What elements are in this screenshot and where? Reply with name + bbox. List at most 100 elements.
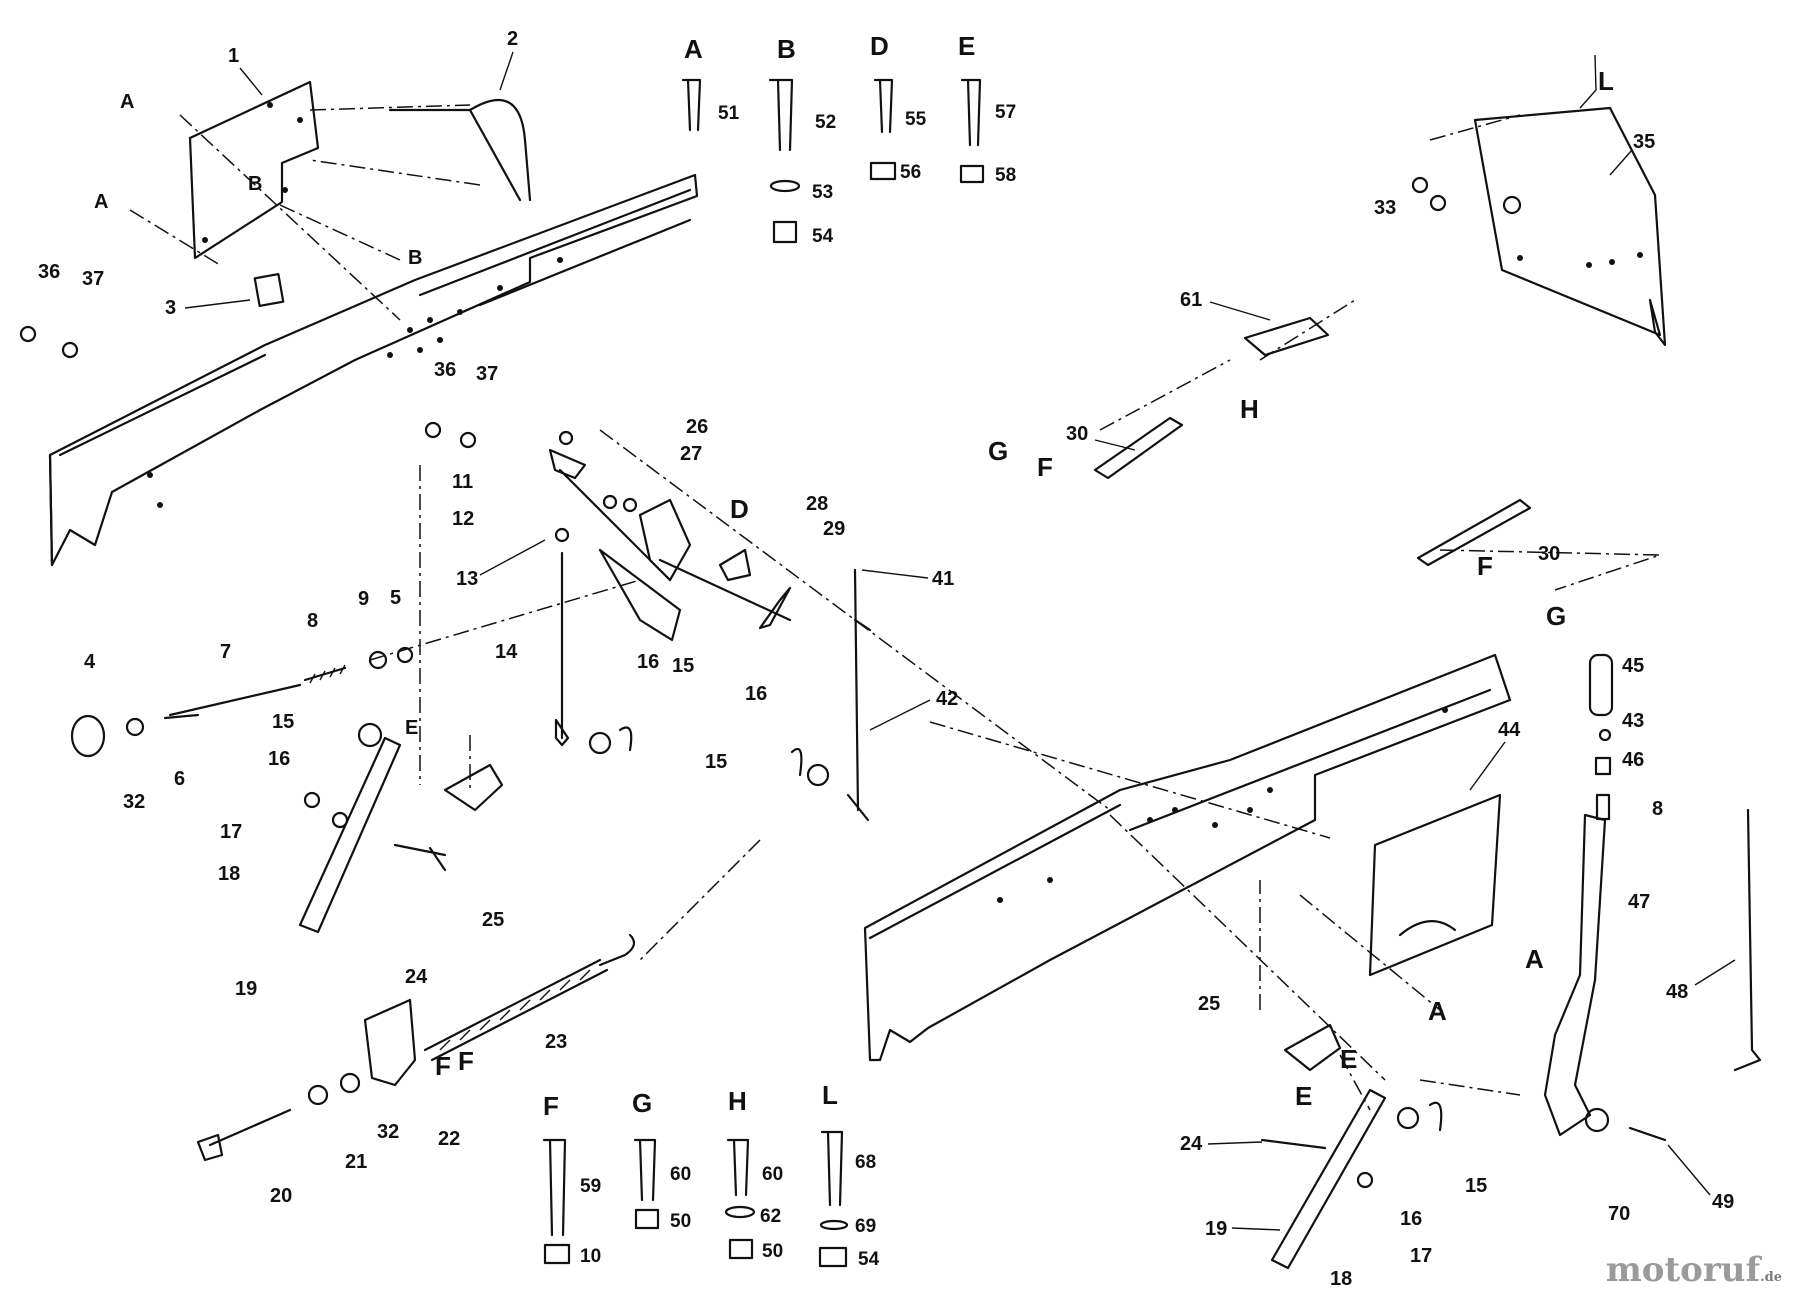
leader-line (861, 569, 929, 579)
callout-label: 46 (1622, 749, 1644, 771)
callout-label: A (94, 191, 108, 213)
kit-part-number: 58 (995, 165, 1016, 186)
kit-part-number: 55 (905, 109, 927, 130)
washer (307, 1084, 329, 1106)
callout-label: 36 (38, 261, 60, 283)
kit-part-number: 53 (812, 182, 833, 203)
callout-label: 27 (680, 443, 702, 465)
callout-label: 20 (270, 1185, 292, 1207)
callout-label: 44 (1498, 719, 1521, 741)
kit-part-number: 62 (760, 1206, 781, 1227)
kit-fitting (726, 1138, 750, 1197)
spacer (1594, 756, 1612, 776)
callout-label: 26 (686, 416, 708, 438)
shift-rod (1733, 808, 1762, 1072)
kit-nut (772, 220, 798, 244)
spring-bracket (363, 998, 417, 1087)
callout-label: 42 (936, 688, 958, 710)
kit-fitting (873, 78, 894, 134)
callout-label: 4 (84, 651, 96, 673)
callout-label: 48 (1666, 981, 1688, 1003)
washer (1356, 1171, 1374, 1189)
kit-letter: B (777, 34, 796, 64)
kit-nut (959, 164, 985, 184)
kit-legend-top: A 51 B 52 53 54 D 55 56 E 57 58 (681, 31, 1016, 247)
washer (331, 811, 349, 829)
callout-label: 8 (307, 610, 318, 632)
kit-washer (819, 1219, 849, 1231)
kit-letter: A (684, 34, 703, 64)
kit-part-number: 60 (670, 1164, 691, 1185)
kit-fitting (633, 1138, 657, 1202)
bolt (1628, 1126, 1667, 1142)
nut (1411, 176, 1429, 194)
callout-label: 47 (1628, 891, 1650, 913)
small-block (253, 273, 285, 307)
callout-label: E (1295, 1081, 1312, 1111)
callout-label: 15 (272, 711, 294, 733)
callout-label: 21 (345, 1151, 367, 1173)
pin (1260, 1138, 1327, 1150)
kit-fitting (820, 1130, 844, 1207)
assembly-lines (129, 104, 1661, 1111)
leader-line (869, 699, 931, 731)
callout-label: F (1037, 452, 1053, 482)
leader-line (479, 539, 546, 576)
callout-label: H (1240, 394, 1259, 424)
callout-label: 5 (390, 587, 401, 609)
handle-grip (1588, 653, 1614, 717)
plate-slot (1398, 920, 1457, 937)
kit-legend-bottom: F 59 10 G 60 50 H 60 62 50 L 68 69 54 (542, 1080, 880, 1270)
callout-label: 2 (507, 28, 518, 50)
nut (19, 325, 37, 343)
nut (424, 421, 442, 439)
callout-label: 25 (482, 909, 504, 931)
kit-letter: F (543, 1091, 559, 1121)
bolt (196, 1108, 292, 1162)
callout-label: A (1525, 944, 1544, 974)
kit-part-number: 50 (670, 1211, 691, 1232)
bar (1416, 498, 1532, 567)
callout-label: 41 (932, 568, 954, 590)
callout-label: E (1340, 1044, 1357, 1074)
callout-label: 12 (452, 508, 474, 530)
kit-washer (724, 1205, 756, 1219)
callout-label: 15 (1465, 1175, 1487, 1197)
right-frame-rail (863, 653, 1512, 1062)
callout-label: 36 (434, 359, 456, 381)
callout-label: 9 (358, 588, 369, 610)
nut (339, 1072, 361, 1094)
kit-part-number: 60 (762, 1164, 783, 1185)
callout-label: 19 (1205, 1218, 1227, 1240)
pivot-bracket (1283, 1023, 1342, 1072)
kit-part-number: 54 (858, 1249, 880, 1270)
center-linkage (548, 430, 872, 822)
kit-nut (543, 1243, 571, 1265)
kit-part-number: 51 (718, 103, 740, 124)
kit-letter: L (822, 1080, 838, 1110)
watermark-tld: .de (1760, 1270, 1782, 1285)
callout-label: F (435, 1051, 451, 1081)
bar (1093, 416, 1184, 480)
kit-part-number: 54 (812, 226, 834, 247)
pivot-bracket (443, 763, 504, 812)
cotter-pin (618, 726, 633, 752)
callout-label: 19 (235, 978, 257, 1000)
pin (393, 843, 447, 872)
nut (396, 646, 414, 664)
leader-line (1694, 959, 1736, 986)
callout-label: D (730, 494, 749, 524)
kit-fitting (960, 78, 982, 147)
callout-label: 43 (1622, 710, 1644, 732)
callout-labels: 1 2 A A B B 3 36 37 36 37 11 12 13 26 27… (38, 28, 1736, 1290)
callout-label: 13 (456, 568, 478, 590)
callout-label: 28 (806, 493, 828, 515)
callout-label: A (120, 91, 134, 113)
callout-label: 35 (1633, 131, 1655, 153)
kit-part-number: 56 (900, 162, 921, 183)
rod (168, 683, 302, 717)
washer (303, 791, 321, 809)
shift-lever (1543, 813, 1607, 1137)
leader-line (1209, 301, 1271, 321)
